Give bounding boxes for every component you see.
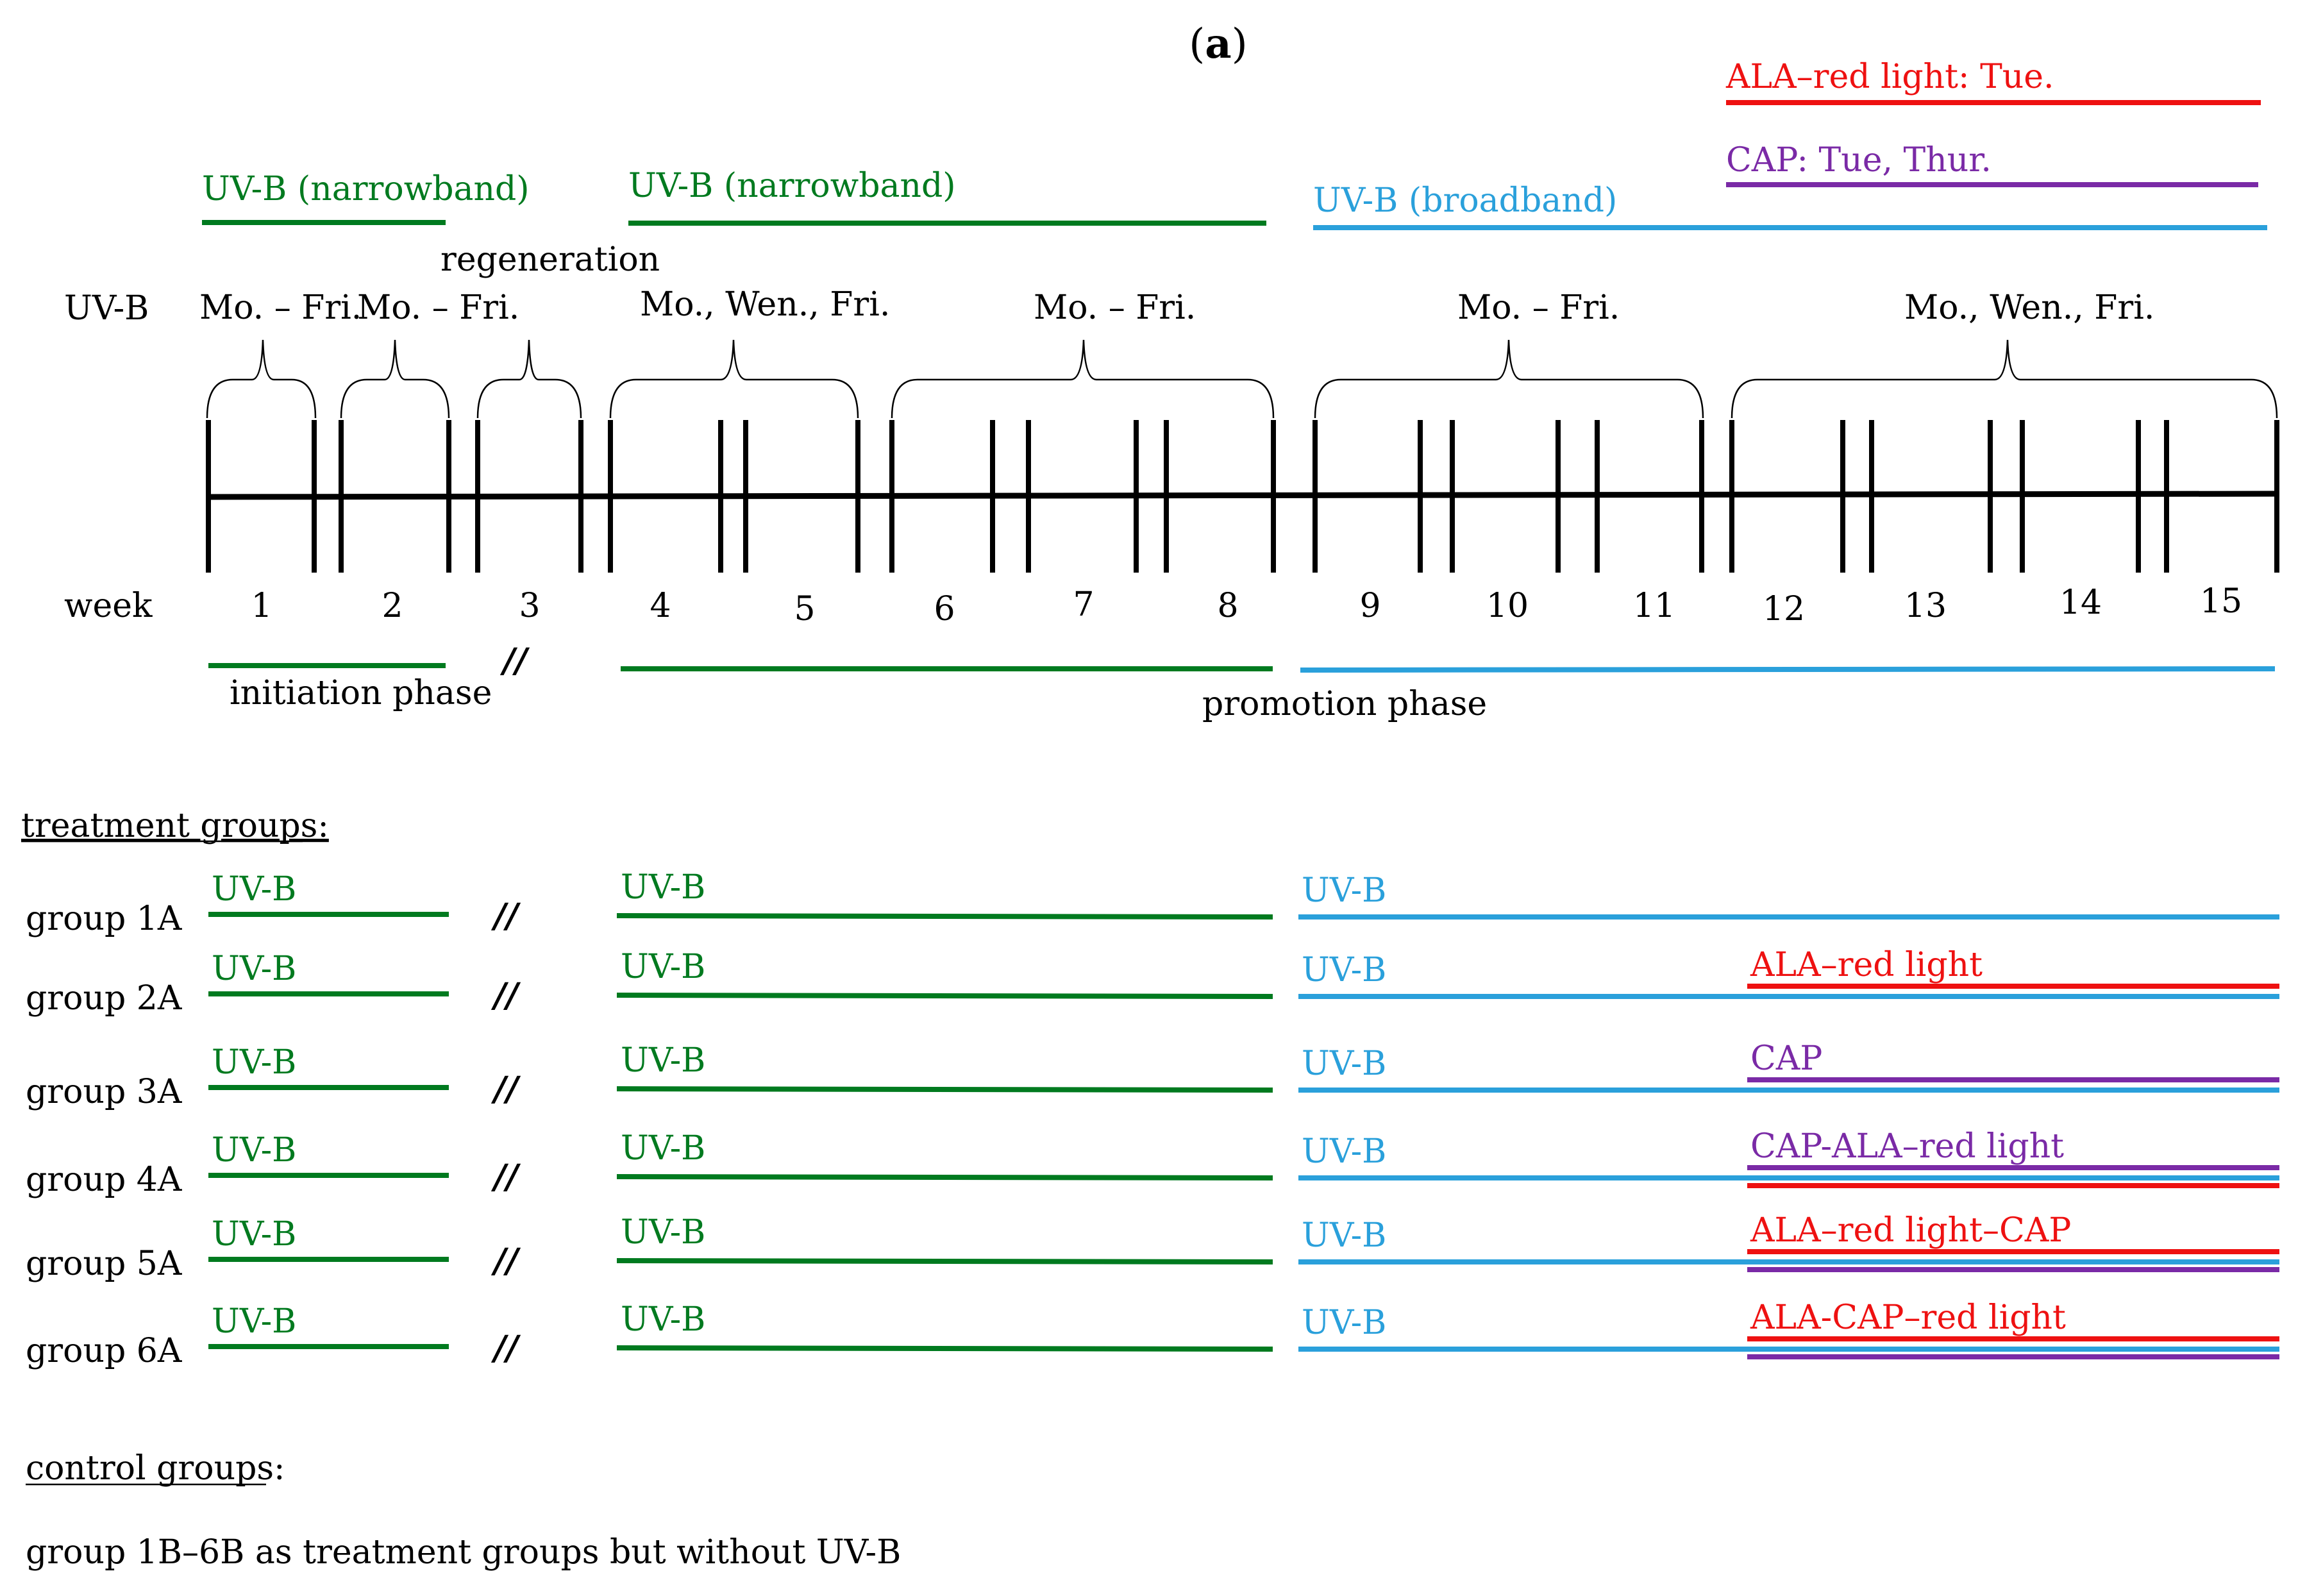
group-uvb-bar-2 — [616, 1174, 1273, 1180]
week-number: 14 — [2059, 584, 2102, 622]
group-row: group 1A UV-B // UV-B UV-B — [26, 868, 2279, 938]
group-name: group 3A — [26, 1073, 183, 1111]
brace-2 — [340, 339, 450, 419]
treatment-groups: group 1A UV-B // UV-B UV-B group 2A UV-B // UV-B… — [26, 868, 2279, 1370]
group-uvb-bar-2 — [616, 993, 1273, 999]
group-uvb-label-1: UV-B — [212, 950, 296, 988]
group-uvb-broadband-label: UV-B — [1302, 951, 1386, 989]
promotion-phase-label: promotion phase — [1202, 685, 1487, 723]
uvb-row-label: UV-B — [64, 289, 149, 328]
group-row: group 5A UV-B // UV-B UV-B ALA–red light–CAP — [26, 1211, 2279, 1283]
group-row: group 2A UV-B // UV-B UV-B ALA–red light — [26, 946, 2279, 1018]
group-uvb-label-2: UV-B — [621, 948, 705, 986]
week-number: 10 — [1486, 587, 1529, 625]
group-uvb-broadband-label: UV-B — [1302, 1304, 1386, 1342]
brace-4 — [609, 339, 859, 419]
week-label: week — [64, 587, 153, 625]
group-uvb-label-2: UV-B — [621, 1300, 705, 1339]
regeneration-label: regeneration — [440, 240, 660, 279]
schedule-label-5: Mo. – Fri. — [1457, 289, 1620, 327]
schedule-label-3: Mo., Wen., Fri. — [640, 285, 890, 324]
group-uvb-label-2: UV-B — [621, 868, 705, 907]
group-break-mark: // — [491, 1329, 521, 1368]
control-groups-text: group 1B–6B as treatment groups but with… — [26, 1533, 901, 1572]
group-uvb-label-1: UV-B — [212, 1043, 296, 1082]
group-extra-label: CAP-ALA–red light — [1750, 1127, 2064, 1166]
panel-letter: a — [1205, 20, 1231, 68]
uvb-narrowband-label-2: UV-B (narrowband) — [628, 167, 956, 205]
uvb-broadband-label: UV-B (broadband) — [1313, 181, 1617, 220]
week-number: 2 — [382, 587, 403, 625]
group-uvb-bar-2 — [616, 1345, 1273, 1352]
group-extra-label: ALA–red light — [1750, 946, 1983, 984]
group-name: group 6A — [26, 1332, 183, 1370]
week-number: 3 — [519, 587, 540, 625]
panel-label: (a) — [1189, 20, 1247, 68]
week-number: 1 — [251, 587, 272, 625]
cap-schedule-label: CAP: Tue, Thur. — [1726, 141, 1992, 180]
week-number: 13 — [1904, 587, 1947, 625]
group-uvb-label-2: UV-B — [621, 1129, 705, 1168]
group-uvb-bar-2 — [616, 1258, 1273, 1264]
brace-7 — [1731, 339, 2278, 419]
schedule-label-1: Mo. – Fri. — [199, 289, 362, 327]
group-uvb-label-2: UV-B — [621, 1213, 705, 1252]
timeline-axis — [208, 491, 2277, 500]
group-uvb-broadband-label: UV-B — [1302, 871, 1386, 910]
group-name: group 5A — [26, 1245, 183, 1283]
group-name: group 4A — [26, 1161, 183, 1199]
group-break-mark: // — [491, 1070, 521, 1109]
group-break-mark: // — [491, 1241, 521, 1281]
group-break-mark: // — [491, 976, 521, 1015]
group-row: group 4A UV-B // UV-B UV-B CAP-ALA–red light — [26, 1127, 2279, 1199]
week-number: 15 — [2200, 582, 2242, 621]
group-uvb-broadband-label: UV-B — [1302, 1216, 1386, 1255]
phase-break-mark: // — [499, 641, 530, 680]
uvb-narrowband-label-1: UV-B (narrowband) — [202, 170, 530, 208]
schedule-braces — [206, 339, 2278, 419]
week-numbers: 1 2 3 4 5 6 7 8 9 10 11 12 13 14 15 — [251, 582, 2242, 628]
group-uvb-label-1: UV-B — [212, 870, 296, 909]
week-number: 11 — [1633, 587, 1675, 625]
timeline-ticks — [206, 420, 2279, 573]
group-break-mark: // — [491, 1157, 521, 1197]
group-row: group 3A UV-B // UV-B UV-B CAP — [26, 1039, 2279, 1111]
group-uvb-broadband-label: UV-B — [1302, 1132, 1386, 1171]
brace-6 — [1314, 339, 1704, 419]
group-uvb-bar-2 — [616, 1086, 1273, 1093]
schedule-label-4: Mo. – Fri. — [1034, 289, 1196, 327]
treatment-groups-header: treatment groups: — [21, 807, 329, 845]
control-groups-header: control groups: — [26, 1449, 285, 1488]
group-uvb-label-2: UV-B — [621, 1041, 705, 1080]
week-number: 9 — [1359, 587, 1380, 625]
brace-3 — [476, 339, 582, 419]
week-number: 7 — [1073, 585, 1094, 624]
group-name: group 1A — [26, 900, 183, 938]
ala-schedule-label: ALA–red light: Tue. — [1725, 58, 2054, 96]
brace-5 — [891, 339, 1275, 419]
group-name: group 2A — [26, 979, 183, 1018]
week-number: 8 — [1217, 587, 1238, 625]
promotion-phase-bar-broadband — [1300, 666, 2276, 673]
group-extra-label: ALA–red light–CAP — [1750, 1211, 2071, 1250]
initiation-phase-label: initiation phase — [230, 674, 492, 712]
group-uvb-broadband-label: UV-B — [1302, 1045, 1386, 1083]
group-uvb-label-1: UV-B — [212, 1131, 296, 1170]
group-row: group 6A UV-B // UV-B UV-B ALA-CAP–red light — [26, 1298, 2279, 1370]
group-uvb-label-1: UV-B — [212, 1302, 296, 1341]
week-number: 6 — [934, 590, 955, 628]
week-number: 12 — [1763, 590, 1805, 628]
group-extra-label: ALA-CAP–red light — [1750, 1298, 2066, 1337]
group-extra-label: CAP — [1750, 1039, 1822, 1078]
group-break-mark: // — [491, 896, 521, 936]
group-uvb-label-1: UV-B — [212, 1215, 296, 1254]
week-number: 5 — [794, 590, 815, 628]
schedule-label-6: Mo., Wen., Fri. — [1904, 289, 2154, 327]
schedule-label-2: Mo. – Fri. — [357, 289, 519, 327]
brace-1 — [206, 339, 317, 419]
week-number: 4 — [650, 587, 671, 625]
group-uvb-bar-2 — [616, 913, 1273, 920]
